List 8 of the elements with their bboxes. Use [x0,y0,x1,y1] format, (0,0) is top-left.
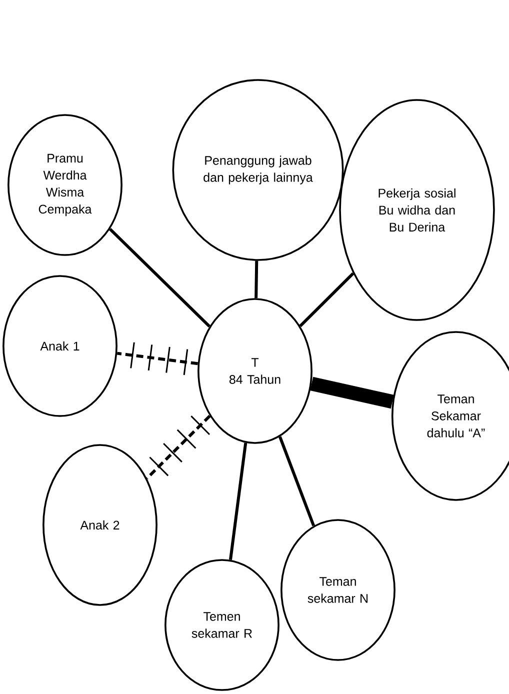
strong-line [310,376,394,409]
connector-line [228,442,248,560]
connector-line [299,272,354,328]
conflict-line [146,414,211,480]
connector-line [254,260,258,298]
connector-line [278,436,316,526]
connector-line [108,228,211,328]
conflict-line [116,342,198,376]
